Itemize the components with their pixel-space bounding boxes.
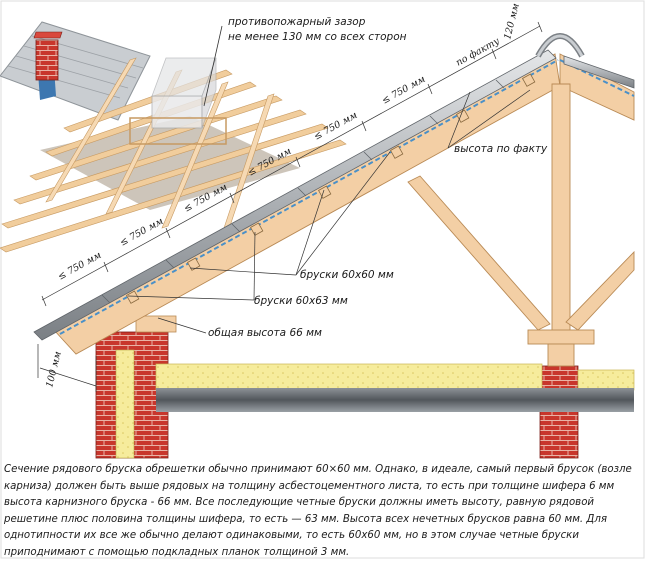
underlay-membrane [40,116,300,210]
inset-battens [0,69,347,253]
left-strut [407,175,551,331]
spacing-label-6: ≤ 750 мм [380,74,427,107]
eave-dimension [37,344,97,392]
fire-gap-label-2: не менее 130 мм со всех сторон [228,31,407,43]
spacing-label-2: ≤ 750 мм [118,216,165,249]
total-height-label: общая высота 66 мм [208,327,322,339]
wall-insulation [115,349,135,459]
label-leaders [127,89,531,334]
fire-gap-leader [203,25,223,107]
king-post [551,83,571,337]
bars-60x60-label: бруски 60х60 мм [300,269,394,281]
ceiling-slab [156,388,634,412]
wall-plate [135,315,177,333]
inset-3d-view [0,21,347,253]
main-rafter [53,53,561,355]
inset-chimney [35,39,59,81]
eave-offset-label: 100 мм [44,350,64,389]
battens-row [126,73,536,304]
underlay-line [59,59,559,335]
right-strut [565,250,635,331]
bars-60x63-label: бруски 60х63 мм [254,295,348,307]
caption-text: Сечение рядового бруска обрешетки обычно… [4,464,632,558]
ceiling-insulation [155,363,543,391]
height-by-fact-label: высота по факту [454,143,548,155]
ridge-gap-label: 120 мм [502,2,522,41]
spacing-dimension-line [41,25,541,301]
by-fact-top-label: по факту [454,35,502,68]
fire-gap-label-1: противопожарный зазор [228,16,366,28]
slate-sheeting [33,49,557,341]
spacing-label-1: ≤ 750 мм [56,250,103,283]
